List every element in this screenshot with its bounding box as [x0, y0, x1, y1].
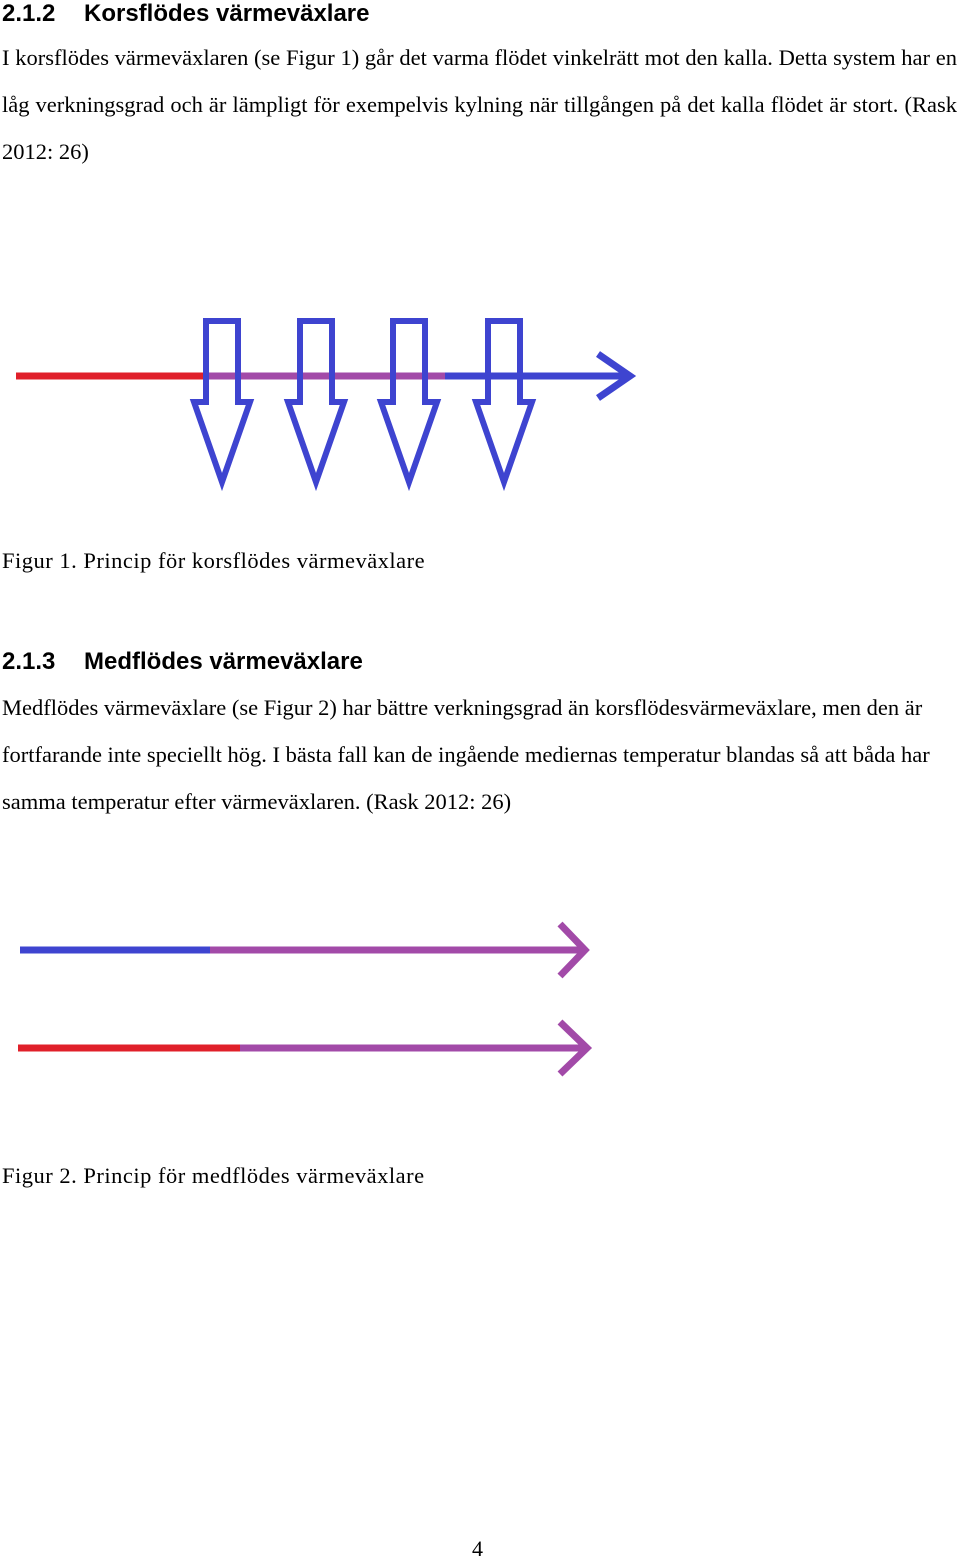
section-heading-2-1-3: 2.1.3 Medflödes värmeväxlare — [2, 648, 363, 676]
section-number: 2.1.3 — [2, 648, 56, 675]
flow-arrowhead — [596, 351, 637, 401]
down-arrow-4 — [471, 318, 537, 492]
figure-1-caption: Figur 1. Princip för korsflödes värmeväx… — [2, 548, 426, 573]
section-heading-2-1-2: 2.1.2 Korsflödes värmeväxlare — [2, 0, 370, 28]
section-number: 2.1.2 — [2, 0, 56, 27]
paragraph-korsflodes: I korsflödes värmeväxlaren (se Figur 1) … — [2, 45, 957, 164]
figure-2-parallelflow-diagram — [18, 921, 593, 1077]
page-number: 4 — [472, 1536, 483, 1561]
paragraph-medflodes: Medflödes värmeväxlare (se Figur 2) har … — [2, 695, 930, 814]
down-arrow-1 — [189, 318, 255, 492]
top-arrowhead — [557, 921, 590, 979]
figure-2-caption: Figur 2. Princip för medflödes värmeväxl… — [2, 1163, 425, 1188]
down-arrow-3 — [376, 318, 442, 492]
section-title: Medflödes värmeväxlare — [84, 648, 363, 675]
section-title: Korsflödes värmeväxlare — [84, 0, 370, 27]
down-arrow-2 — [283, 318, 349, 492]
figure-1-crossflow-diagram — [16, 318, 637, 492]
bottom-arrowhead — [557, 1019, 593, 1077]
